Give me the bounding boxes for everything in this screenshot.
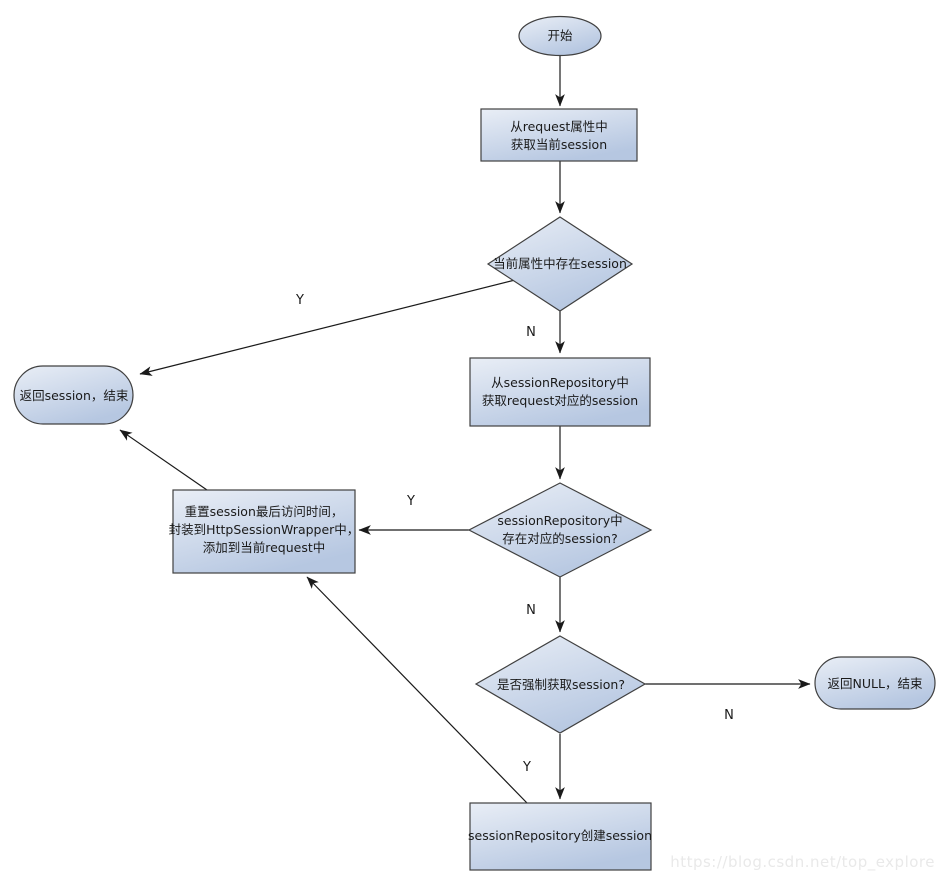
return-null-terminator-shape: [814, 656, 936, 710]
get-from-request-process-shape: [480, 108, 638, 162]
edge-create-session-to-reset-session: [306, 576, 528, 804]
edge-attr-decision-yes-to-return-session: [139, 279, 516, 376]
edge-reset-session-to-return-session: [119, 429, 208, 491]
start-terminator-shape: [518, 15, 602, 57]
get-from-repository-process-shape: [469, 357, 651, 427]
return-session-terminator-shape: [13, 365, 134, 425]
create-session-process-shape: [469, 802, 652, 871]
reset-session-process-shape: [172, 489, 356, 574]
attr-has-session-decision-shape: [486, 216, 634, 312]
force-get-session-decision-shape: [474, 635, 647, 734]
repository-has-session-decision-shape: [467, 482, 653, 578]
